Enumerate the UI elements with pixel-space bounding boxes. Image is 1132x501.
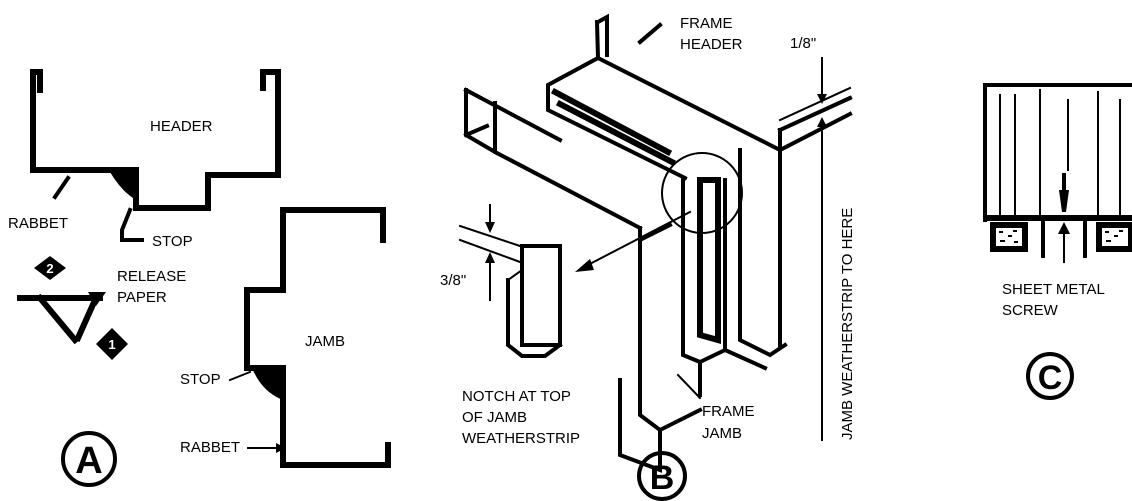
rabbet-label-bottom: RABBET	[180, 439, 240, 456]
rabbet-leader-arrow	[276, 443, 286, 453]
release-label-line1: RELEASE	[117, 268, 186, 285]
panel-b: 3/8" FRAME HEADER 1/8" JAMB WEATHERSTRIP…	[440, 13, 856, 501]
step-1-number: 1	[108, 337, 115, 352]
frame-header-label-line2: HEADER	[680, 36, 743, 53]
panel-c-letter: C	[1038, 359, 1063, 397]
detail-circle	[661, 152, 743, 234]
notch-pointer-arrow	[575, 259, 594, 272]
stop-leader-bottom	[228, 370, 252, 382]
panel-c: SHEET METAL SCREW C	[983, 83, 1132, 400]
panel-a-marker: A	[61, 431, 117, 487]
dim-3-8-arrow-bottom	[485, 252, 495, 263]
panel-a-letter: A	[75, 440, 102, 482]
panel-b-marker: B	[637, 451, 687, 501]
dim-3-8-label: 3/8"	[440, 272, 466, 289]
header-label: HEADER	[150, 118, 213, 135]
notch-label-line3: WEATHERSTRIP	[462, 430, 580, 447]
header-profile	[30, 69, 281, 211]
screw-label-line1: SHEET METAL	[1002, 281, 1105, 298]
frame-header-label-line1: FRAME	[680, 15, 733, 32]
frame-header-right-edge	[777, 95, 853, 347]
seal-left	[990, 222, 1028, 252]
door-panel-outline	[983, 83, 1132, 222]
frame-jamb-right	[722, 148, 788, 371]
frame-jamb-label-line1: FRAME	[702, 403, 755, 420]
jamb-weatherstrip-to-here-label: JAMB WEATHERSTRIP TO HERE	[839, 208, 856, 440]
sheet-metal-screw-icon	[1058, 173, 1070, 263]
rabbet-label-top: RABBET	[8, 215, 68, 232]
header-stop-hook	[120, 207, 144, 242]
frame-header-top-edge	[595, 13, 609, 57]
rabbet-leader-top	[52, 175, 71, 200]
frame-header-leader	[637, 22, 663, 45]
stop-label-top: STOP	[152, 233, 193, 250]
dim-1-8-arrow-top	[817, 94, 827, 104]
door-panel-ribs	[999, 89, 1121, 216]
dim-1-8-label: 1/8"	[790, 35, 816, 52]
release-paper-icon	[17, 292, 106, 345]
dim-1-8-lines	[778, 86, 852, 122]
notch-pointer-line	[580, 210, 692, 270]
release-label-line2: PAPER	[117, 289, 167, 306]
panel-b-letter: B	[650, 459, 675, 497]
screw-channel	[1041, 220, 1087, 258]
jamb-rabbet-seal	[252, 368, 283, 400]
frame-header-outline	[594, 19, 782, 154]
header-rabbet-seal	[110, 172, 136, 200]
frame-jamb-leader	[676, 373, 702, 400]
step-1-badge: 1	[96, 328, 128, 360]
jamb-profile	[244, 207, 391, 468]
jamb-label: JAMB	[305, 333, 345, 350]
frame-jamb-label-line2: JAMB	[702, 425, 742, 442]
stop-label-bottom: STOP	[180, 371, 221, 388]
dim-1-8-arrow-bottom	[817, 117, 827, 127]
step-2-number: 2	[46, 261, 53, 276]
notch-piece	[506, 244, 563, 358]
frame-jamb-outline	[618, 222, 703, 473]
seal-right	[1096, 222, 1132, 252]
panel-c-marker: C	[1026, 352, 1074, 400]
notch-label-line1: NOTCH AT TOP	[462, 388, 571, 405]
jamb-weatherstrip	[697, 177, 721, 344]
screw-label-line2: SCREW	[1002, 302, 1059, 319]
frame-header-roller	[550, 87, 677, 167]
frame-header-left-flange	[463, 87, 643, 231]
notch-label-line2: OF JAMB	[462, 409, 527, 426]
dim-3-8-lines	[458, 204, 522, 301]
step-2-badge: 2	[34, 256, 66, 280]
frame-header-flange	[546, 55, 688, 181]
panel-a: HEADER RABBET STOP 2 1 RELEASE PAPER JAM…	[8, 69, 391, 487]
dim-3-8-arrow-top	[485, 222, 495, 233]
